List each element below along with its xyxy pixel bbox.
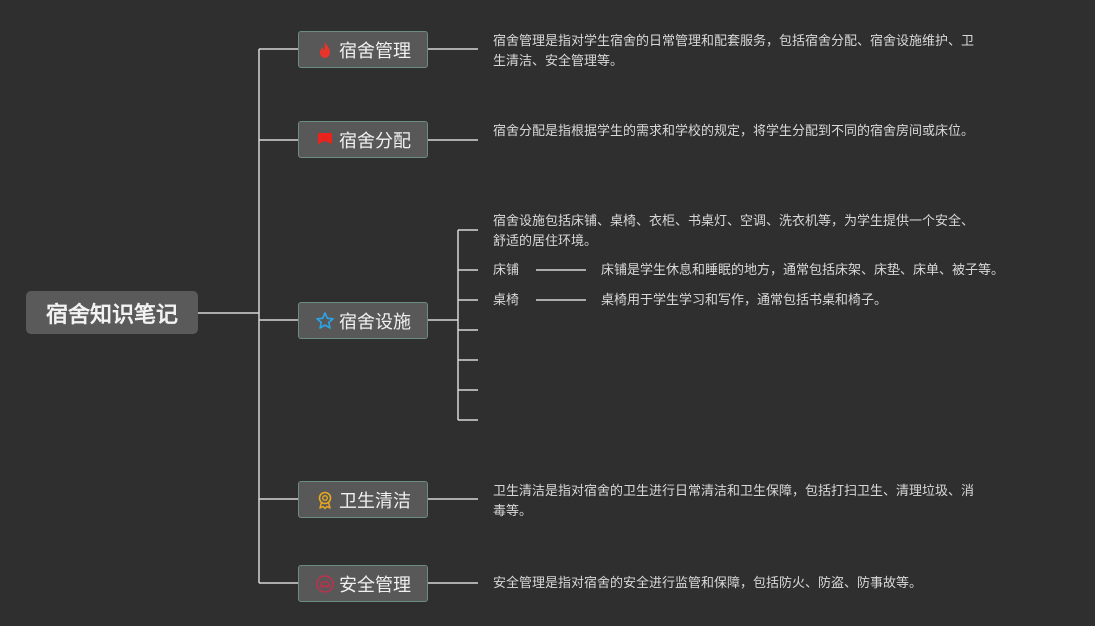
topic-hygiene-cleaning[interactable]: 卫生清洁 xyxy=(298,481,428,518)
subitem-desk-label[interactable]: 桌椅 xyxy=(493,293,520,308)
root-label: 宿舍知识笔记 xyxy=(45,302,178,328)
topic-label: 宿舍管理 xyxy=(339,40,411,62)
car-badge-icon xyxy=(315,574,335,594)
topic-description: 卫生清洁是指对宿舍的卫生进行日常清洁和卫生保障，包括打扫卫生、清理垃圾、消毒等。 xyxy=(493,484,975,519)
flame-icon xyxy=(315,40,335,60)
star-icon xyxy=(315,311,335,331)
topic-safety-management[interactable]: 安全管理 xyxy=(298,565,428,602)
flag-icon xyxy=(315,130,335,150)
subitem-bed-label[interactable]: 床铺 xyxy=(493,263,520,278)
award-ribbon-icon xyxy=(315,490,335,510)
topic-label: 宿舍分配 xyxy=(339,130,411,152)
topic-label: 安全管理 xyxy=(339,574,411,596)
subitem-bed-description: 床铺是学生休息和睡眠的地方，通常包括床架、床垫、床单、被子等。 xyxy=(601,263,1005,278)
topic-dorm-allocation[interactable]: 宿舍分配 xyxy=(298,121,428,158)
topic-label: 宿舍设施 xyxy=(339,311,411,333)
topic-description: 宿舍设施包括床铺、桌椅、衣柜、书桌灯、空调、洗衣机等，为学生提供一个安全、舒适的… xyxy=(493,214,975,249)
topic-dorm-facilities[interactable]: 宿舍设施 xyxy=(298,302,428,339)
subitem-desk-description: 桌椅用于学生学习和写作，通常包括书桌和椅子。 xyxy=(601,293,888,308)
topic-description: 安全管理是指对宿舍的安全进行监管和保障，包括防火、防盗、防事故等。 xyxy=(493,576,923,591)
topic-label: 卫生清洁 xyxy=(339,490,411,512)
topic-dorm-management[interactable]: 宿舍管理 xyxy=(298,31,428,68)
topic-description: 宿舍管理是指对学生宿舍的日常管理和配套服务，包括宿舍分配、宿舍设施维护、卫生清洁… xyxy=(493,34,975,69)
root-node[interactable]: 宿舍知识笔记 xyxy=(26,291,198,334)
topic-description: 宿舍分配是指根据学生的需求和学校的规定，将学生分配到不同的宿舍房间或床位。 xyxy=(493,124,975,139)
